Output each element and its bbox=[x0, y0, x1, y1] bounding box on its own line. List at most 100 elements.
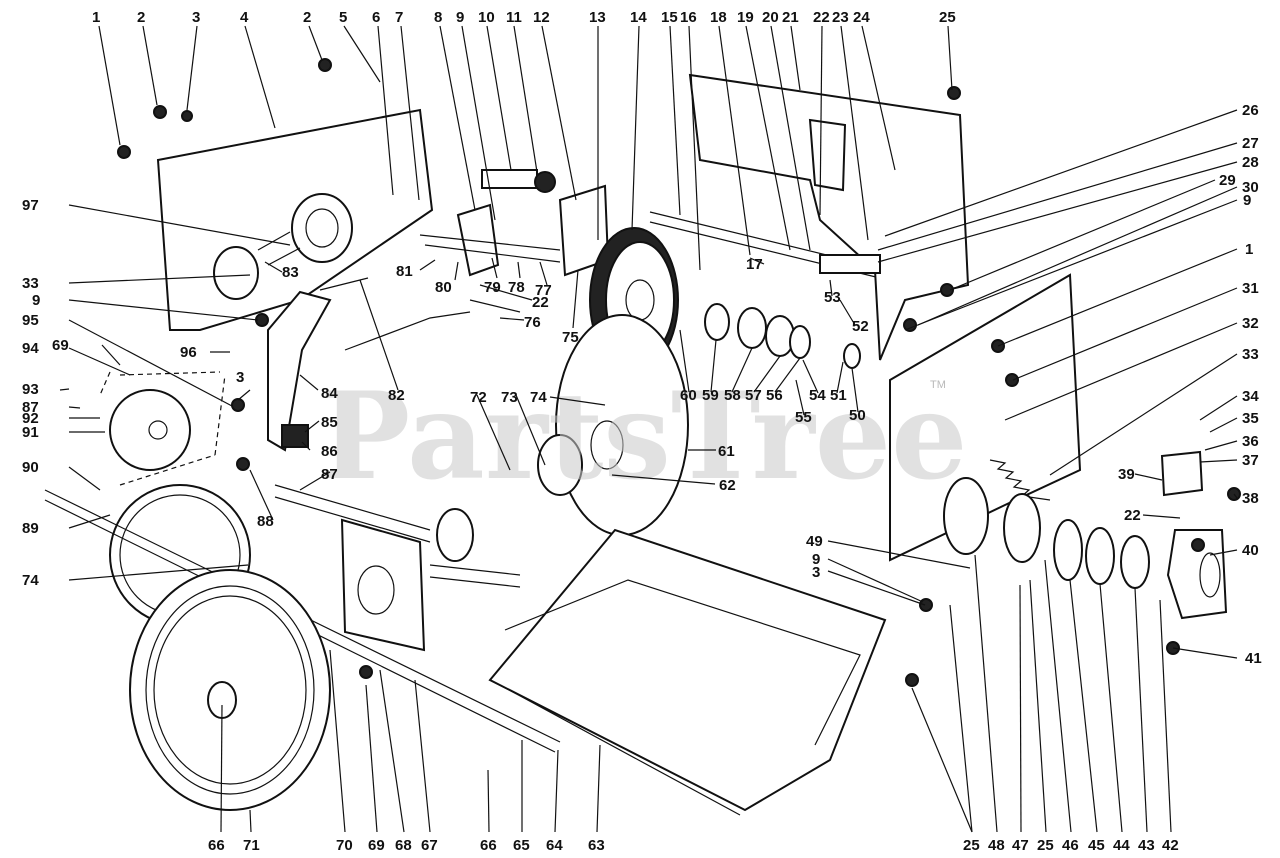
callout-label: 52 bbox=[852, 318, 869, 335]
callout-label: 66 bbox=[208, 837, 225, 854]
callout-label: 2 bbox=[303, 9, 311, 26]
callout-label: 84 bbox=[321, 385, 338, 402]
callout-label: 13 bbox=[589, 9, 606, 26]
callout-labels: 1 2 3 4 2 5 6 7 8 9 10 11 12 13 14 15 16… bbox=[22, 9, 1262, 854]
callout-label: 9 bbox=[1243, 192, 1251, 209]
callout-label: 29 bbox=[1219, 172, 1236, 189]
callout-label: 55 bbox=[795, 409, 812, 426]
callout-label: 92 bbox=[22, 410, 39, 427]
callout-label: 83 bbox=[282, 264, 299, 281]
callout-label: 22 bbox=[1124, 507, 1141, 524]
callout-label: 21 bbox=[782, 9, 799, 26]
callout-label: 33 bbox=[1242, 346, 1259, 363]
callout-label: 59 bbox=[702, 387, 719, 404]
trough-housing bbox=[488, 528, 887, 812]
callout-label: 46 bbox=[1062, 837, 1079, 854]
callout-label: 66 bbox=[480, 837, 497, 854]
right-side-plate bbox=[889, 273, 1082, 562]
center-bracket bbox=[456, 203, 500, 277]
callout-label: 22 bbox=[813, 9, 830, 26]
callout-label: 7 bbox=[395, 9, 403, 26]
callout-label: 20 bbox=[762, 9, 779, 26]
callout-label: 23 bbox=[832, 9, 849, 26]
watermark-text: PartsTree bbox=[320, 366, 967, 507]
callout-label: 9 bbox=[32, 292, 40, 309]
callout-label: 65 bbox=[513, 837, 530, 854]
callout-label: 64 bbox=[546, 837, 563, 854]
tension-spring bbox=[989, 459, 1051, 501]
drive-chain bbox=[99, 371, 226, 486]
callout-label: 3 bbox=[236, 369, 244, 386]
callout-label: 81 bbox=[396, 263, 413, 280]
callout-label: 37 bbox=[1242, 452, 1259, 469]
callout-label: 90 bbox=[22, 459, 39, 476]
callout-label: 47 bbox=[1012, 837, 1029, 854]
callout-label: 80 bbox=[435, 279, 452, 296]
callout-label: 61 bbox=[718, 443, 735, 460]
callout-label: 39 bbox=[1118, 466, 1135, 483]
callout-label: 25 bbox=[939, 9, 956, 26]
callout-label: 62 bbox=[719, 477, 736, 494]
callout-label: 30 bbox=[1242, 179, 1259, 196]
callout-label: 9 bbox=[456, 9, 464, 26]
idler-arm bbox=[481, 169, 538, 189]
callout-label: 4 bbox=[240, 9, 249, 26]
callout-label: 89 bbox=[22, 520, 39, 537]
callout-label: 74 bbox=[22, 572, 39, 589]
watermark-trademark: TM bbox=[930, 379, 946, 391]
callout-label: 56 bbox=[766, 387, 783, 404]
callout-label: 1 bbox=[1245, 241, 1253, 258]
callout-label: 41 bbox=[1245, 650, 1262, 667]
callout-label: 3 bbox=[192, 9, 200, 26]
callout-label: 48 bbox=[988, 837, 1005, 854]
callout-label: 25 bbox=[963, 837, 980, 854]
callout-label: 73 bbox=[501, 389, 518, 406]
callout-label: 49 bbox=[806, 533, 823, 550]
bearing-housing bbox=[819, 254, 881, 274]
callout-label: 40 bbox=[1242, 542, 1259, 559]
callout-label: 45 bbox=[1088, 837, 1105, 854]
sprocket-small bbox=[109, 389, 191, 471]
callout-label: 69 bbox=[368, 837, 385, 854]
callout-label: 9 bbox=[812, 551, 820, 568]
callout-label: 88 bbox=[257, 513, 274, 530]
callout-label: 51 bbox=[830, 387, 847, 404]
callout-label: 69 bbox=[52, 337, 69, 354]
callout-label: 6 bbox=[372, 9, 380, 26]
callout-label: 97 bbox=[22, 197, 39, 214]
callout-label: 31 bbox=[1242, 280, 1259, 297]
callout-label: 35 bbox=[1242, 410, 1259, 427]
callout-label: 32 bbox=[1242, 315, 1259, 332]
leader-lines bbox=[59, 25, 1238, 833]
callout-label: 22 bbox=[532, 294, 549, 311]
callout-label: 75 bbox=[562, 329, 579, 346]
rear-panel bbox=[688, 73, 970, 361]
frame-bracket bbox=[340, 518, 426, 652]
callout-label: 54 bbox=[809, 387, 826, 404]
callout-label: 44 bbox=[1113, 837, 1130, 854]
callout-label: 94 bbox=[22, 340, 39, 357]
callout-label: 85 bbox=[321, 414, 338, 431]
callout-label: 12 bbox=[533, 9, 550, 26]
callout-label: 60 bbox=[680, 387, 697, 404]
callout-label: 57 bbox=[745, 387, 762, 404]
callout-label: 79 bbox=[484, 279, 501, 296]
callout-label: 43 bbox=[1138, 837, 1155, 854]
callout-label: 1 bbox=[92, 9, 100, 26]
callout-label: 50 bbox=[849, 407, 866, 424]
callout-label: 38 bbox=[1242, 490, 1259, 507]
callout-label: 10 bbox=[478, 9, 495, 26]
callout-label: 27 bbox=[1242, 135, 1259, 152]
callout-label: 15 bbox=[661, 9, 678, 26]
callout-label: 17 bbox=[746, 256, 763, 273]
callout-label: 5 bbox=[339, 9, 347, 26]
callout-label: 26 bbox=[1242, 102, 1259, 119]
callout-label: 34 bbox=[1242, 388, 1259, 405]
callout-label: 11 bbox=[506, 9, 522, 26]
callout-label: 2 bbox=[137, 9, 145, 26]
drive-pulley bbox=[291, 193, 353, 263]
mounting-bracket bbox=[1160, 450, 1204, 497]
callout-label: 33 bbox=[22, 275, 39, 292]
callout-label: 76 bbox=[524, 314, 541, 331]
callout-label: 67 bbox=[421, 837, 438, 854]
